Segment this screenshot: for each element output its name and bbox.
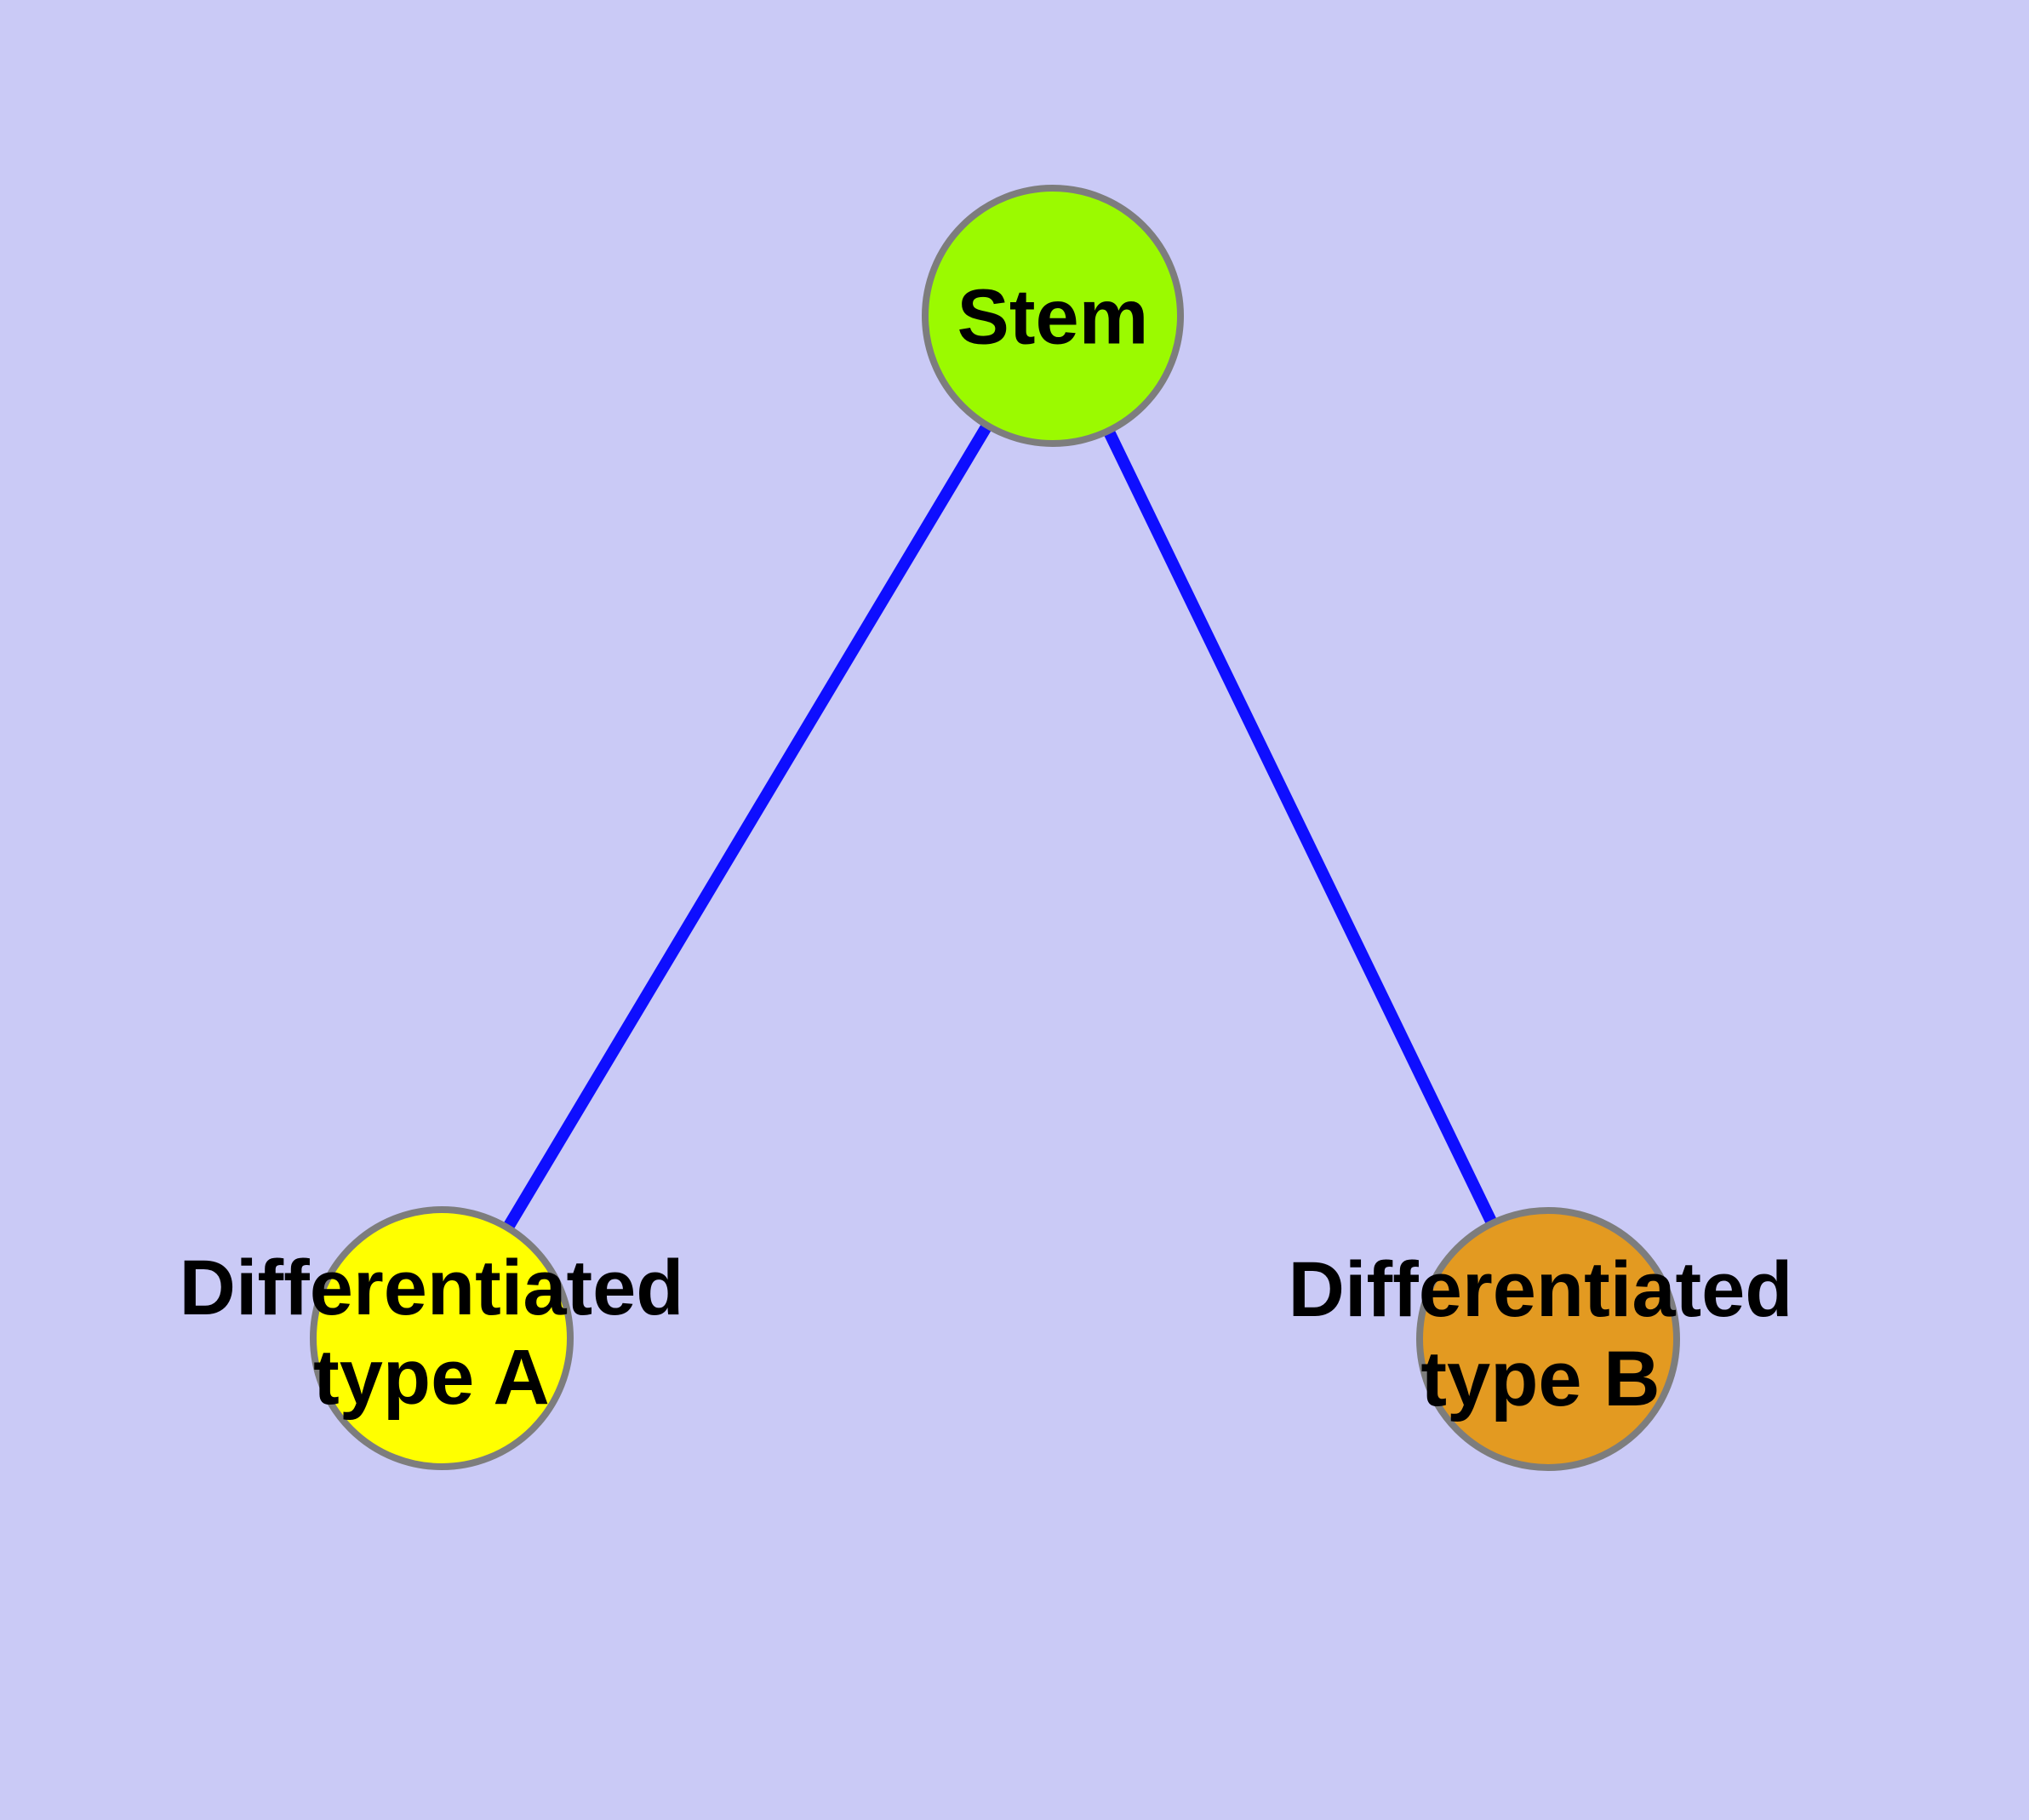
edge-stem-to-type-a (436, 312, 1059, 1342)
edge-stem-to-type-b (1047, 312, 1554, 1342)
node-stem (922, 185, 1184, 447)
node-type-a (310, 1206, 574, 1470)
node-type-b (1416, 1207, 1680, 1471)
